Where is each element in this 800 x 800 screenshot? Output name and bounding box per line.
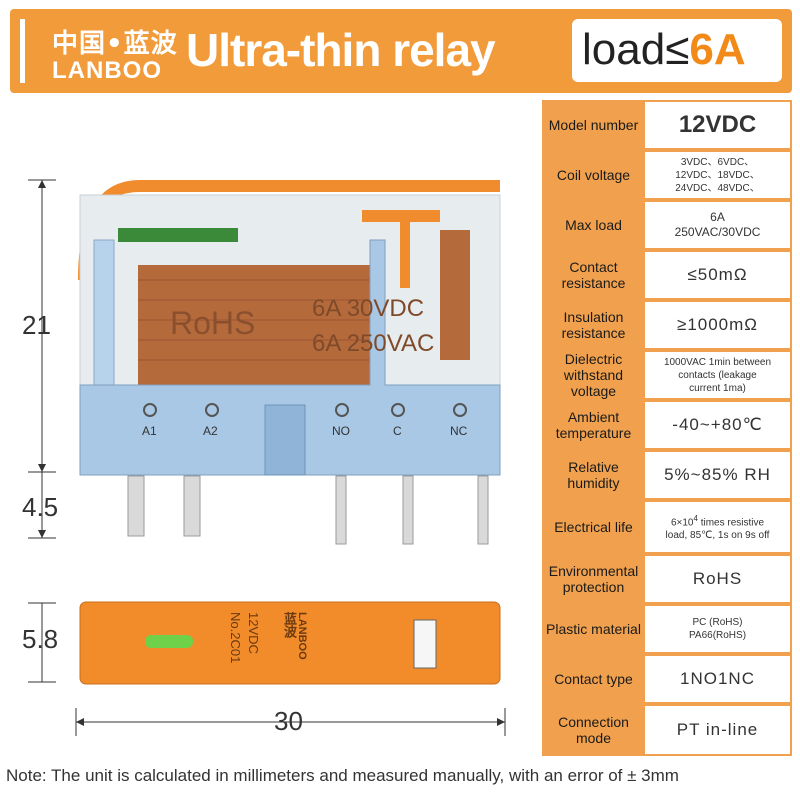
rating-dc: 6A 30VDC xyxy=(312,295,425,322)
spec-value: 12VDC xyxy=(645,102,790,148)
side-voltage: 12VDC xyxy=(246,612,261,654)
relay-pins xyxy=(127,475,489,545)
contact-arm xyxy=(362,210,440,222)
spec-row-plastic: Plastic material PC (RoHS)PA66(RoHS) xyxy=(542,604,792,654)
spec-row-model: Model number 12VDC xyxy=(542,100,792,150)
dim-width: 30 xyxy=(274,706,303,736)
dimension-lines xyxy=(28,179,506,736)
logo-mark-icon xyxy=(20,19,25,83)
spec-row-contact-type: Contact type 1NO1NC xyxy=(542,654,792,704)
terminal-symbols xyxy=(143,403,467,417)
spec-label: Model number xyxy=(548,117,639,133)
side-brand-cn: 蓝波 xyxy=(282,612,297,638)
logo-english-text: LANBOO xyxy=(52,57,162,84)
dim-body-height: 21 xyxy=(22,310,51,340)
spec-value: PT in-line xyxy=(645,706,790,754)
green-board xyxy=(118,228,238,242)
spec-label: Electrical life xyxy=(554,519,633,535)
spec-value: 3VDC、6VDC、12VDC、18VDC、24VDC、48VDC、 xyxy=(645,152,790,198)
spec-label: Contact type xyxy=(554,671,633,687)
relay-illustration xyxy=(28,179,506,736)
side-brand-en: LANBOO xyxy=(296,612,308,660)
spec-value: 6×104 times resistive load, 85℃, 1s on 9… xyxy=(645,502,790,552)
spec-row-contact-resistance: Contact resistance ≤50mΩ xyxy=(542,250,792,300)
load-badge: load≤6A xyxy=(572,19,782,82)
load-value: 6A xyxy=(689,25,746,74)
spec-label: Environmental protection xyxy=(548,563,639,595)
spec-label: Max load xyxy=(565,217,622,233)
dim-pin-height: 4.5 xyxy=(22,492,59,522)
header-banner: 中国•蓝波 LANBOO Ultra-thin relay load≤6A xyxy=(10,9,792,93)
spec-value: 1NO1NC xyxy=(645,656,790,702)
brand-logo: 中国•蓝波 LANBOO xyxy=(18,17,183,85)
logo-chinese-text: 中国•蓝波 xyxy=(52,29,178,59)
spec-row-electrical-life: Electrical life 6×104 times resistive lo… xyxy=(542,500,792,554)
spec-row-connection: Connection mode PT in-line xyxy=(542,704,792,756)
load-prefix: load≤ xyxy=(582,25,690,74)
contact-spring xyxy=(440,230,470,360)
spec-value: 5%~85% RH xyxy=(645,452,790,498)
spec-row-coil: Coil voltage 3VDC、6VDC、12VDC、18VDC、24VDC… xyxy=(542,150,792,200)
spec-label: Insulation resistance xyxy=(561,309,626,341)
spec-label: Plastic material xyxy=(546,621,641,637)
spec-row-environmental: Environmental protection RoHS xyxy=(542,554,792,604)
rating-ac: 6A 250VAC xyxy=(312,330,435,357)
spec-label: Ambient temperature xyxy=(555,409,632,441)
spec-value: -40~+80℃ xyxy=(645,402,790,448)
relay-side-view xyxy=(79,601,501,685)
spec-label: Connection mode xyxy=(558,714,629,746)
spec-row-humidity: Relative humidity 5%~85% RH xyxy=(542,450,792,500)
top-shell xyxy=(78,180,500,280)
spec-label: Coil voltage xyxy=(556,167,631,183)
terminal-no: NO xyxy=(332,424,350,438)
dim-thickness: 5.8 xyxy=(22,624,59,654)
spec-value: ≤50mΩ xyxy=(645,252,790,298)
indicator-led xyxy=(145,635,193,648)
measurement-note: Note: The unit is calculated in millimet… xyxy=(6,766,679,785)
spec-row-temperature: Ambient temperature -40~+80℃ xyxy=(542,400,792,450)
coil xyxy=(138,265,370,385)
rohs-mark: RoHS xyxy=(170,305,256,341)
relay-drawing: RoHS 6A 30VDC 6A 250VAC A1 A2 NO C NC 蓝波… xyxy=(0,100,540,760)
spec-label: Relative humidity xyxy=(567,459,620,491)
spec-row-insulation: Insulation resistance ≥1000mΩ xyxy=(542,300,792,350)
spec-table: Model number 12VDC Coil voltage 3VDC、6VD… xyxy=(542,100,792,756)
left-frame xyxy=(93,239,115,391)
page-title: Ultra-thin relay xyxy=(186,24,496,76)
test-button xyxy=(413,619,437,669)
spec-value: RoHS xyxy=(645,556,790,602)
spec-label: Contact resistance xyxy=(561,259,626,291)
spec-value: ≥1000mΩ xyxy=(645,302,790,348)
spec-value: PC (RoHS)PA66(RoHS) xyxy=(645,606,790,652)
spec-label: Dielectric withstand voltage xyxy=(563,351,624,399)
terminal-a2: A2 xyxy=(203,424,218,438)
terminal-nc: NC xyxy=(450,424,468,438)
side-model: No.2C01 xyxy=(228,612,243,664)
terminal-c: C xyxy=(393,424,402,438)
spec-row-dielectric: Dielectric withstand voltage 1000VAC 1mi… xyxy=(542,350,792,400)
terminal-a1: A1 xyxy=(142,424,157,438)
